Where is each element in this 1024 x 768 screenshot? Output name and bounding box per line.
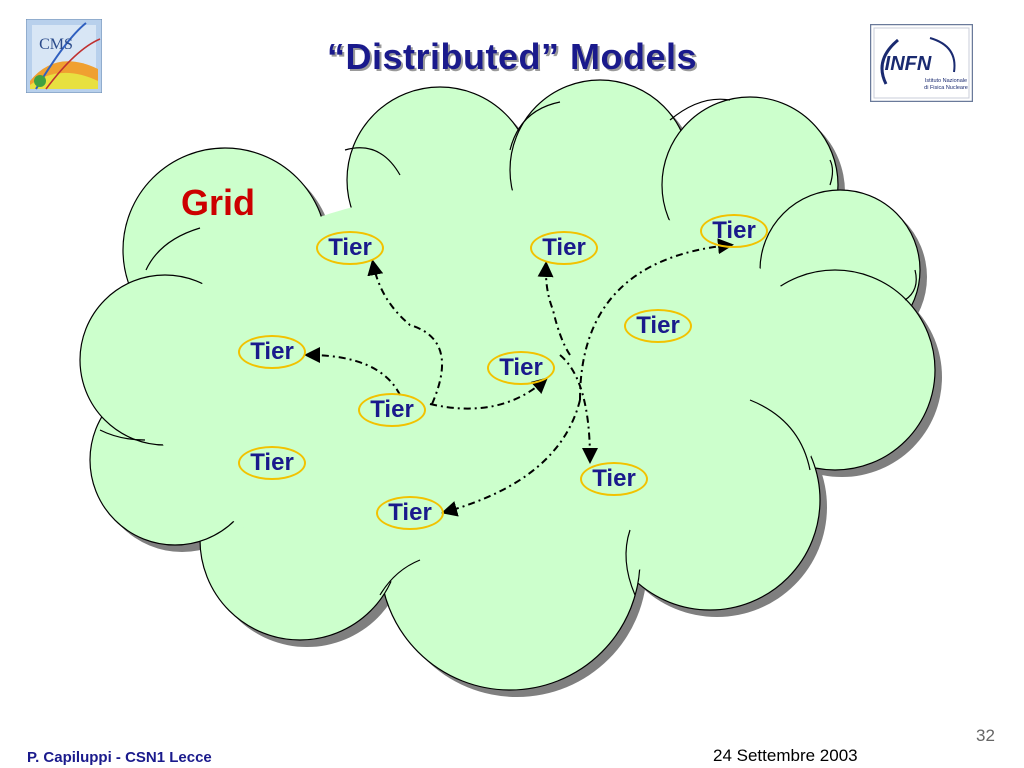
arrow-to-tier-10 xyxy=(579,238,734,401)
slide-title: “Distributed” Models xyxy=(326,36,698,77)
tier-node-8: Tier xyxy=(238,446,306,480)
tier-node-2: Tier xyxy=(530,231,598,265)
grid-label: Grid xyxy=(181,182,256,223)
arrow-to-tier-9 xyxy=(441,399,581,517)
arrow-to-tier-5 xyxy=(537,261,571,356)
cloud-fill-core xyxy=(150,190,830,590)
arrow-to-tier-3 xyxy=(304,347,401,396)
tier-node-9: Tier xyxy=(580,462,648,496)
tier-node-5: Tier xyxy=(238,335,306,369)
footer-author: P. Capiluppi - CSN1 Lecce xyxy=(27,749,212,766)
infn-logo-sub2: di Fisica Nucleare xyxy=(924,85,968,91)
tier-node-7: Tier xyxy=(358,393,426,427)
tier-node-1: Tier xyxy=(316,231,384,265)
arrow-to-tier-7 xyxy=(559,354,598,464)
infn-logo-sub1: Istituto Nazionale xyxy=(925,78,967,84)
cloud-inner-arcs xyxy=(99,98,917,596)
cms-logo: CMS xyxy=(26,19,102,93)
footer-date: 24 Settembre 2003 xyxy=(713,746,858,765)
tier-connections xyxy=(304,238,734,517)
tier-node-3: Tier xyxy=(700,214,768,248)
page-number: 32 xyxy=(976,726,995,745)
tier-node-6: Tier xyxy=(487,351,555,385)
tier-node-4: Tier xyxy=(624,309,692,343)
cms-logo-text: CMS xyxy=(39,36,73,53)
infn-logo-text: INFN xyxy=(885,53,932,75)
tier-node-10: Tier xyxy=(376,496,444,530)
infn-logo: INFN Istituto Nazionale di Fisica Nuclea… xyxy=(870,24,973,102)
